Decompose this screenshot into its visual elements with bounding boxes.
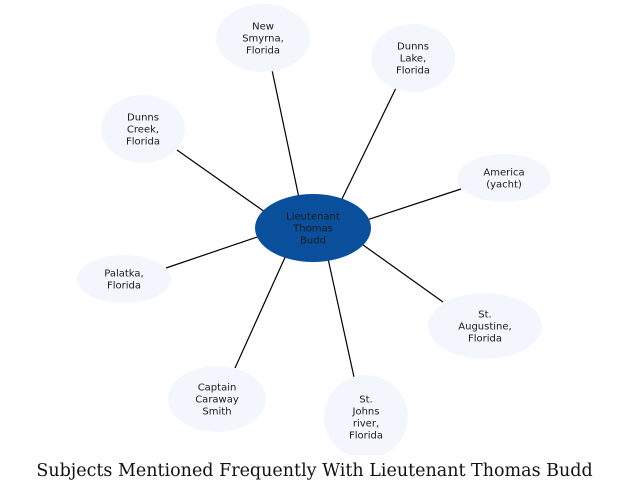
node-captain-caraway-smith-label-line: Smith — [202, 407, 231, 418]
node-america-yacht-label-line: (yacht) — [486, 180, 522, 191]
node-st-johns-river-label-line: river, — [353, 419, 379, 430]
node-new-smyrna-label-line: Florida — [246, 46, 280, 57]
node-st-augustine-label-line: St. — [478, 310, 491, 321]
node-dunns-lake-shape — [371, 24, 455, 92]
node-palatka-label: Palatka,Florida — [104, 269, 143, 292]
edge-new-smyrna — [271, 69, 300, 196]
node-dunns-creek-label-line: Florida — [126, 137, 160, 148]
node-america-yacht[interactable]: America(yacht) — [457, 154, 551, 202]
node-dunns-creek-label-line: Dunns — [127, 113, 159, 124]
edge-dunns-creek — [176, 149, 265, 212]
edges-group — [165, 69, 462, 378]
node-new-smyrna-label-line: New — [252, 22, 274, 33]
node-dunns-lake-label-line: Lake, — [400, 54, 426, 65]
node-palatka-shape — [77, 255, 171, 303]
node-st-johns-river-label-line: St. — [359, 395, 372, 406]
node-palatka-label-line: Palatka, — [104, 269, 143, 280]
node-dunns-creek-label-line: Creek, — [127, 125, 159, 136]
center-node-label-line: Lieutenant — [286, 212, 340, 223]
edge-st-johns-river — [327, 259, 355, 378]
node-st-augustine[interactable]: St.Augustine,Florida — [428, 293, 542, 359]
node-st-johns-river-label-line: Florida — [349, 431, 383, 442]
node-palatka-label-line: Florida — [107, 281, 141, 292]
node-captain-caraway-smith-shape — [168, 366, 266, 432]
node-captain-caraway-smith-label-line: Captain — [198, 383, 237, 394]
center-node-label-line: Thomas — [292, 224, 333, 235]
node-dunns-lake-label-line: Florida — [396, 66, 430, 77]
diagram-caption: Subjects Mentioned Frequently With Lieut… — [36, 461, 593, 481]
node-dunns-lake-label-line: Dunns — [397, 42, 429, 53]
node-america-yacht-label: America(yacht) — [483, 168, 524, 191]
node-st-augustine-label-line: Augustine, — [458, 322, 511, 333]
node-palatka[interactable]: Palatka,Florida — [77, 255, 171, 303]
node-st-augustine-label-line: Florida — [468, 334, 502, 345]
node-new-smyrna-label-line: Smyrna, — [242, 34, 284, 45]
node-america-yacht-shape — [457, 154, 551, 202]
edge-dunns-lake — [341, 87, 397, 200]
node-st-johns-river-label-line: Johns — [352, 407, 380, 418]
edge-st-augustine — [362, 244, 444, 303]
node-captain-caraway-smith-label-line: Caraway — [195, 395, 239, 406]
edge-captain-caraway-smith — [234, 256, 286, 369]
center-node-shape — [255, 194, 371, 262]
node-america-yacht-label-line: America — [483, 168, 524, 179]
center-node-label-line: Budd — [300, 236, 326, 247]
node-st-johns-river-shape — [324, 375, 408, 455]
edge-america-yacht — [367, 188, 462, 221]
edge-palatka — [165, 236, 259, 269]
node-st-augustine-shape — [428, 293, 542, 359]
node-new-smyrna-shape — [216, 4, 310, 72]
node-dunns-creek-shape — [101, 95, 185, 163]
node-st-augustine-label: St.Augustine,Florida — [458, 310, 511, 345]
